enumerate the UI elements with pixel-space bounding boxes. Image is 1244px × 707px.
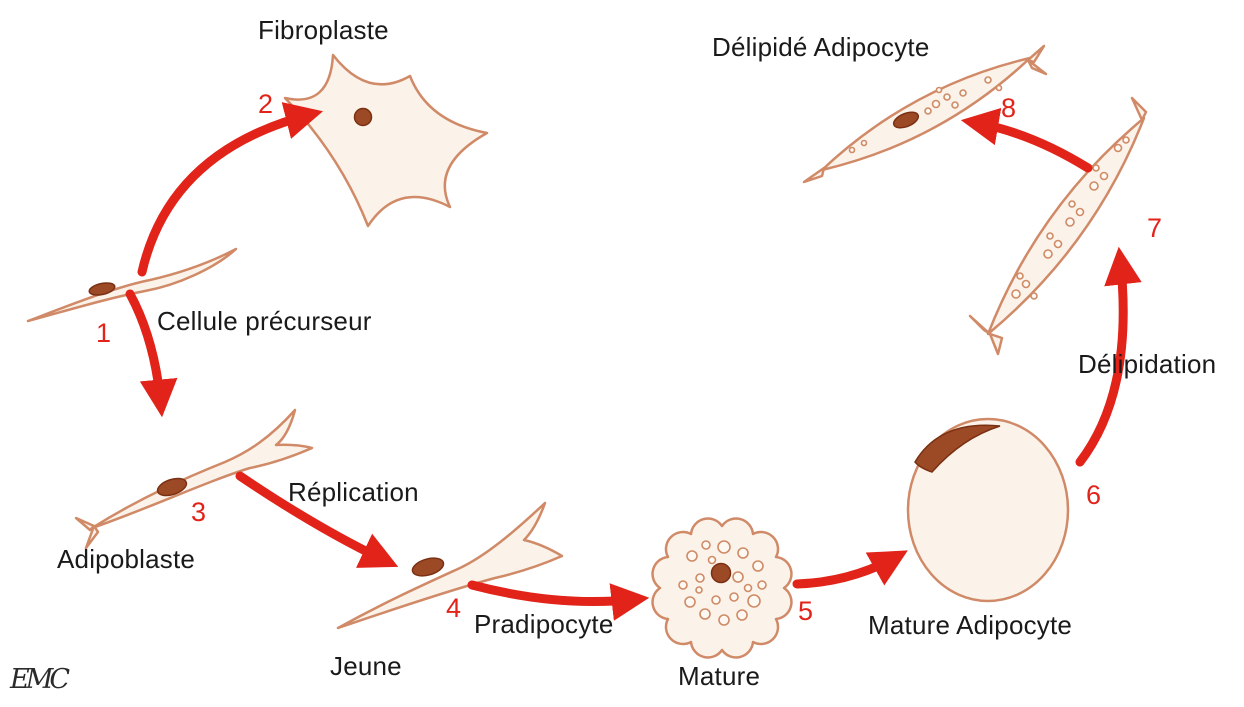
delipidating-cell	[968, 96, 1148, 356]
arrow-step-5	[792, 550, 908, 589]
fibroblast-nucleus	[353, 107, 373, 127]
label-replication: Réplication	[288, 477, 419, 507]
delipidated-adipocyte-cell	[802, 44, 1048, 184]
arrow-delipidation	[1075, 246, 1142, 467]
step-number-2: 2	[258, 89, 274, 119]
label-mature-adipocyte: Mature Adipocyte	[868, 610, 1073, 640]
label-cellule-precurseur: Cellule précurseur	[157, 306, 372, 336]
adipoblast-nucleus	[156, 477, 188, 497]
emc-logo: EMC	[10, 664, 70, 695]
step-number-8: 8	[1001, 93, 1017, 123]
label-pradipocyte: Pradipocyte	[474, 609, 614, 639]
label-mature: Mature	[678, 661, 761, 691]
step-number-5: 5	[798, 596, 814, 626]
fibroblast-cell	[283, 53, 489, 228]
label-delipidation: Délipidation	[1078, 349, 1217, 379]
adipoblast-cell	[74, 408, 314, 550]
delipidated-adipocyte-nucleus	[892, 111, 920, 129]
lipid-droplets	[848, 76, 1003, 154]
label-fibroplaste: Fibroplaste	[258, 15, 389, 45]
arrow-replication	[235, 471, 399, 568]
arrow-step-8	[960, 107, 1093, 173]
label-jeune: Jeune	[330, 651, 402, 681]
step-number-7: 7	[1147, 213, 1163, 243]
arrow-step-4	[467, 580, 650, 621]
step-number-3: 3	[191, 497, 207, 527]
lipid-droplets	[678, 540, 767, 626]
mature-preadipocyte-nucleus	[710, 562, 732, 584]
mature-preadipocyte-cell	[651, 517, 793, 659]
step-number-6: 6	[1086, 480, 1102, 510]
step-number-4: 4	[446, 593, 462, 623]
label-adipoblaste: Adipoblaste	[57, 544, 196, 574]
precursor-cell	[26, 247, 238, 323]
mature-adipocyte-cell	[906, 417, 1070, 603]
label-delipide-adipocyte: Délipidé Adipocyte	[712, 32, 930, 62]
arrow-step-1	[125, 289, 178, 418]
mature-adipocyte-nucleus	[914, 424, 1001, 473]
arrow-step-2	[137, 102, 323, 277]
lipid-droplets	[1011, 136, 1130, 300]
precursor-nucleus	[88, 282, 116, 296]
young-preadipocyte-nucleus	[411, 557, 445, 577]
step-number-1: 1	[96, 318, 112, 348]
